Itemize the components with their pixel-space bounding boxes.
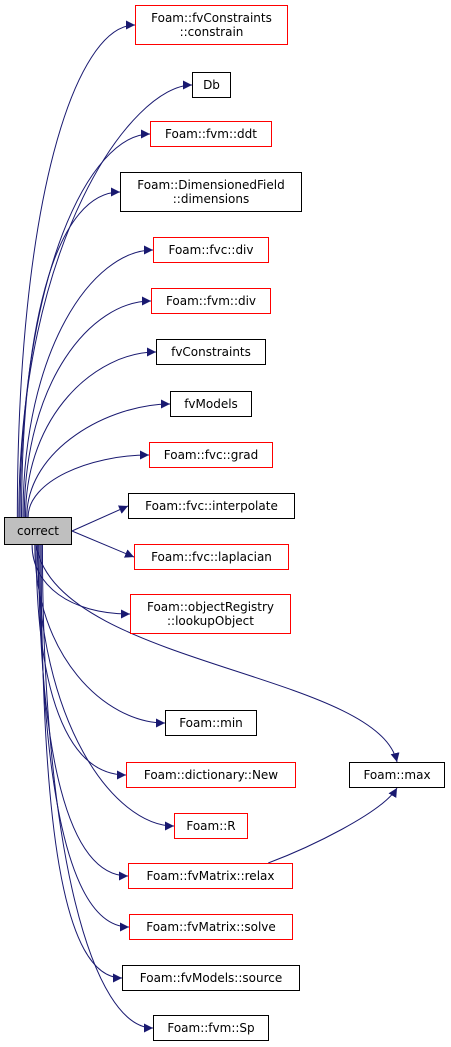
node-label-line: Foam::fvc::div — [168, 243, 254, 257]
node-fvmodels-source[interactable]: Foam::fvModels::source — [122, 965, 300, 991]
node-fvm-div[interactable]: Foam::fvm::div — [151, 288, 271, 314]
node-correct-label: correct — [16, 524, 60, 538]
node-label-line: Foam::fvConstraints — [151, 11, 272, 25]
edge-correct-to-dimensions — [21, 187, 121, 518]
edge-relax-to-max — [268, 787, 398, 864]
node-label-line: Foam::max — [363, 768, 431, 782]
node-fvmatrix-relax[interactable]: Foam::fvMatrix::relax — [128, 863, 293, 889]
node-label-line: Foam::fvc::laplacian — [151, 550, 272, 564]
node-label-line: fvConstraints — [171, 345, 251, 359]
node-max[interactable]: Foam::max — [349, 762, 445, 788]
edge-correct-to-max — [35, 544, 400, 763]
node-label-line: ::lookupObject — [167, 614, 254, 628]
node-dimensionedfield-dimensions[interactable]: Foam::DimensionedField ::dimensions — [120, 172, 302, 212]
node-label-line: Foam::fvm::div — [165, 294, 257, 308]
node-label-line: fvModels — [184, 397, 238, 411]
edge-correct-to-fvc_grad — [27, 450, 150, 518]
edge-correct-to-min — [34, 544, 166, 728]
node-label-line: Foam::R — [186, 819, 236, 833]
edge-correct-to-constrain — [16, 20, 136, 518]
node-db[interactable]: Db — [192, 72, 231, 98]
node-label-line: ::dimensions — [172, 192, 250, 206]
edge-correct-to-sp — [41, 544, 154, 1033]
edge-correct-to-fvconstraints — [25, 347, 157, 518]
node-objectregistry-lookupobject[interactable]: Foam::objectRegistry ::lookupObject — [130, 594, 291, 634]
node-label-line: Foam::objectRegistry — [146, 600, 275, 614]
node-fvm-sp[interactable]: Foam::fvm::Sp — [153, 1015, 269, 1041]
node-fvc-interpolate[interactable]: Foam::fvc::interpolate — [128, 493, 295, 519]
edge-correct-to-new — [35, 544, 127, 780]
node-label-line: Foam::DimensionedField — [137, 178, 285, 192]
node-correct: correct — [4, 517, 72, 545]
node-label-line: Foam::fvm::ddt — [165, 127, 257, 141]
edge-correct-to-fvc_div — [22, 245, 154, 518]
edge-correct-to-solve — [39, 544, 130, 932]
node-label-line: Db — [203, 78, 220, 92]
edge-correct-to-lookup — [31, 544, 131, 619]
edge-correct-to-interpolate — [71, 505, 129, 532]
node-r[interactable]: Foam::R — [174, 813, 248, 839]
edge-correct-to-fvm_ddt — [19, 129, 151, 518]
node-fvc-grad[interactable]: Foam::fvc::grad — [149, 442, 273, 468]
node-fvconstraints-constrain[interactable]: Foam::fvConstraints ::constrain — [135, 5, 288, 45]
node-fvmatrix-solve[interactable]: Foam::fvMatrix::solve — [129, 914, 293, 940]
node-label-line: Foam::fvMatrix::relax — [146, 869, 275, 883]
edge-correct-to-fvmodels — [26, 399, 171, 518]
node-label-line: Foam::fvm::Sp — [167, 1021, 255, 1035]
node-label-line: Foam::fvc::interpolate — [145, 499, 278, 513]
edge-correct-to-relax — [38, 544, 129, 881]
node-fvmodels[interactable]: fvModels — [170, 391, 252, 417]
edge-correct-to-laplacian — [71, 530, 135, 558]
node-dictionary-new[interactable]: Foam::dictionary::New — [126, 762, 296, 788]
node-fvconstraints[interactable]: fvConstraints — [156, 339, 266, 365]
node-label-line: ::constrain — [179, 25, 244, 39]
node-label-line: Foam::dictionary::New — [143, 768, 279, 782]
edge-correct-to-fvm_div — [23, 296, 152, 518]
node-fvc-div[interactable]: Foam::fvc::div — [153, 237, 269, 263]
node-label-line: Foam::fvMatrix::solve — [146, 920, 276, 934]
node-min[interactable]: Foam::min — [165, 710, 257, 736]
node-fvm-ddt[interactable]: Foam::fvm::ddt — [150, 121, 272, 147]
node-label-line: Foam::fvc::grad — [163, 448, 259, 462]
node-fvc-laplacian[interactable]: Foam::fvc::laplacian — [134, 544, 289, 570]
edge-correct-to-source — [40, 544, 123, 983]
node-label-line: Foam::min — [179, 716, 243, 730]
node-label-line: Foam::fvModels::source — [139, 971, 283, 985]
